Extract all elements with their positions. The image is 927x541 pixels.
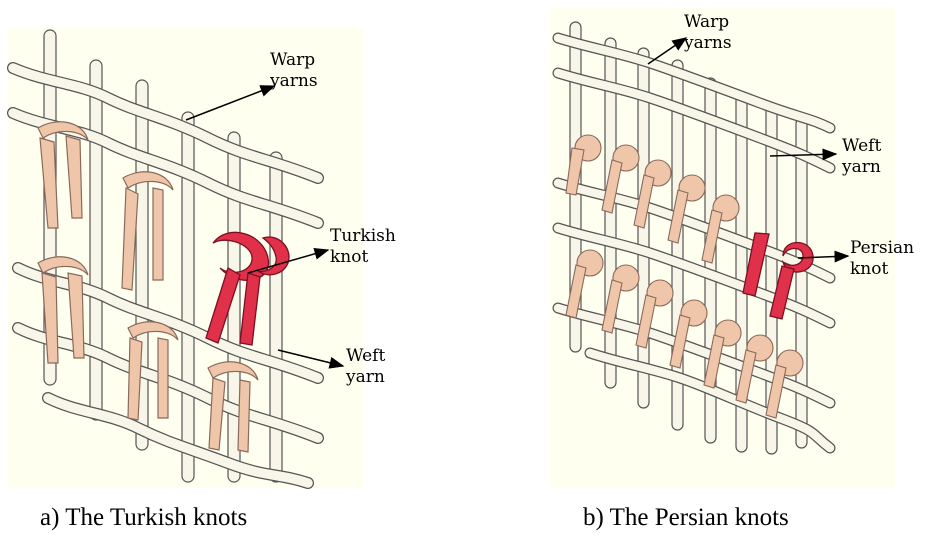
turkish-knot-diagram: Warp yarns Turkish knot Weft yarn bbox=[8, 28, 363, 488]
persian-knot-label: Persian knot bbox=[850, 238, 914, 280]
persian-knot-diagram: Warp yarns Weft yarn Persian knot bbox=[550, 8, 895, 488]
caption-turkish: a) The Turkish knots bbox=[40, 504, 247, 532]
weft-yarn-label-a: Weft yarn bbox=[346, 346, 385, 388]
turkish-weave-illustration bbox=[8, 28, 363, 488]
warp-yarns-label-a: Warp yarns bbox=[270, 50, 318, 92]
caption-persian: b) The Persian knots bbox=[583, 504, 789, 532]
weft-yarn-label-b: Weft yarn bbox=[842, 136, 881, 178]
persian-weave-illustration bbox=[550, 8, 895, 488]
turkish-knot-label: Turkish knot bbox=[330, 226, 396, 268]
warp-yarns-label-b: Warp yarns bbox=[684, 12, 732, 54]
